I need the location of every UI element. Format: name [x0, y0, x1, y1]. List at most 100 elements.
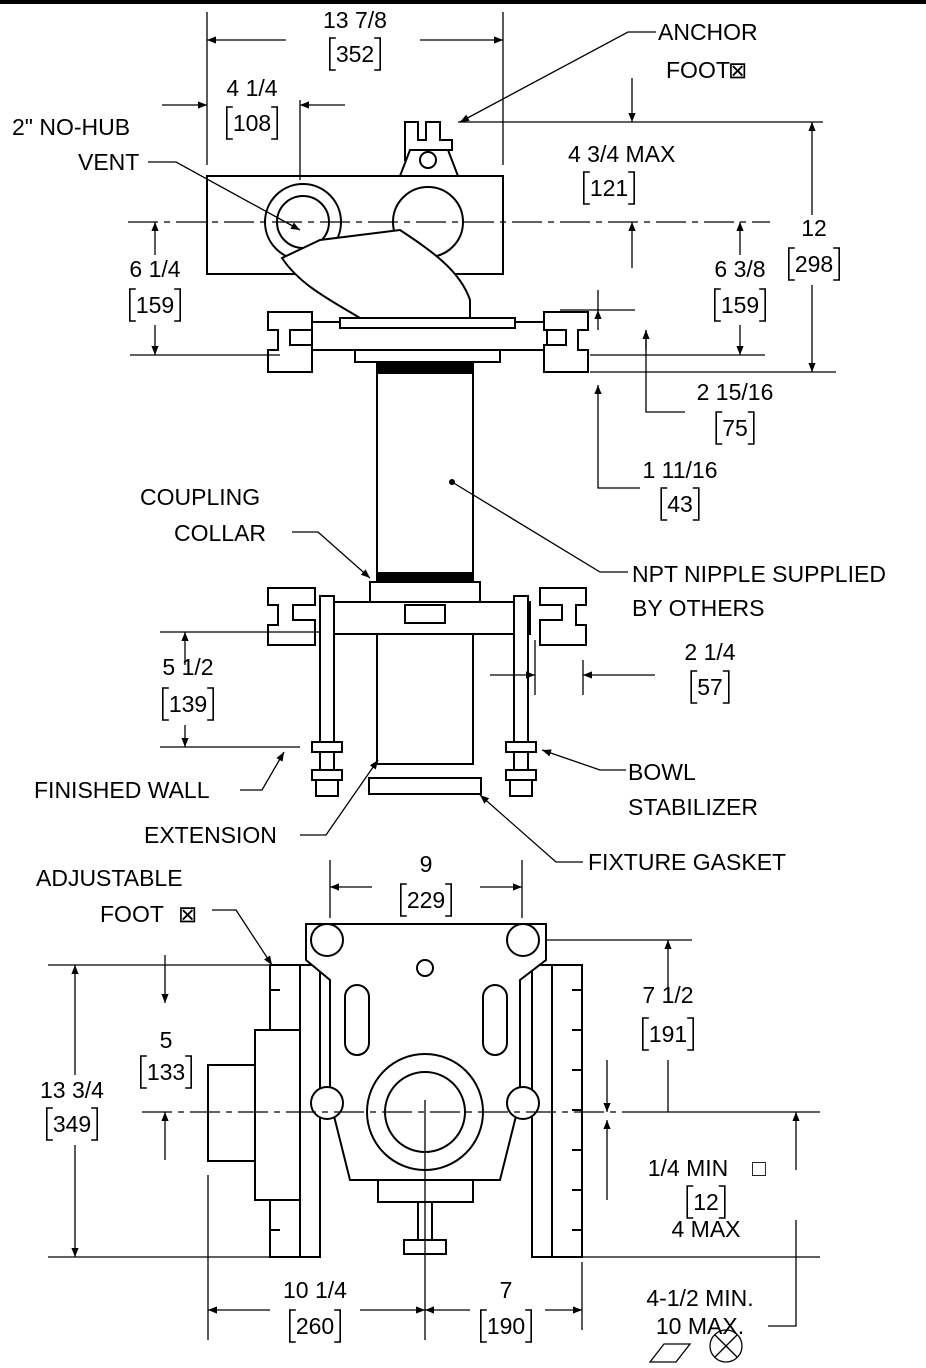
dim-10-1-4: 10 1/4: [283, 1277, 347, 1303]
metric-bracket: [334, 1309, 341, 1343]
front-view: [142, 923, 630, 1340]
dim-12-metric: 298: [795, 251, 833, 277]
dim-1-4-min-metric: 12: [693, 1189, 719, 1215]
metric-bracket: [289, 1309, 296, 1343]
anchor-foot-symbol: ⊠: [728, 57, 747, 83]
metric-bracket: [788, 247, 795, 281]
dim-7: 7: [500, 1277, 513, 1303]
top-left-bolt: [310, 923, 344, 957]
npt-nipple: [376, 361, 474, 581]
extension-pipe: [376, 633, 474, 765]
adjustable-foot-label-2: FOOT: [100, 901, 164, 927]
metric-bracket: [226, 106, 233, 140]
position-symbol-icon: [709, 1329, 743, 1363]
right-bowl-stabilizer: [505, 741, 537, 753]
npt-label-1: NPT NIPPLE SUPPLIED: [632, 561, 886, 587]
metric-bracket: [686, 1185, 694, 1219]
metric-bracket: [692, 487, 700, 521]
metric-bracket: [174, 288, 181, 322]
dim-9: 9: [420, 851, 433, 877]
coupling-label-1: COUPLING: [140, 484, 260, 510]
dim-4-1-2-max: 10 MAX.: [656, 1313, 744, 1339]
metric-bracket: [480, 1309, 487, 1343]
side-view: [128, 121, 770, 797]
flatness-symbol-icon: [648, 1343, 692, 1363]
left-bowl-stabilizer: [311, 741, 343, 753]
metric-brackets: [46, 37, 840, 1343]
anchor-foot-label-1: ANCHOR: [658, 19, 758, 45]
lower-right-foot: [539, 587, 587, 646]
vent-arm: [280, 228, 471, 323]
anchor-bolt: [419, 151, 437, 169]
bowl-stabilizer-label-1: BOWL: [628, 759, 696, 785]
dim-5: 5: [160, 1027, 173, 1053]
dim-9-metric: 229: [407, 887, 445, 913]
dim-13-3-4-metric: 349: [53, 1111, 91, 1137]
metric-bracket: [185, 1055, 192, 1089]
no-hub-vent-label-1: 2" NO-HUB: [12, 114, 130, 140]
metric-bracket: [715, 411, 723, 445]
dim-1-4-min: 1/4 MIN: [648, 1155, 729, 1181]
dim-2-1-4-metric: 57: [697, 674, 723, 700]
finished-wall-label: FINISHED WALL: [34, 777, 210, 803]
dim-5-metric: 133: [147, 1059, 185, 1085]
metric-bracket: [583, 171, 590, 205]
callout-labels: ANCHOR FOOT ⊠ 2" NO-HUB VENT COUPLING CO…: [12, 19, 886, 927]
dim-7-metric: 190: [487, 1313, 525, 1339]
metric-bracket: [207, 687, 214, 721]
metric-bracket: [747, 411, 755, 445]
dim-13-3-4: 13 3/4: [40, 1077, 104, 1103]
lower-left-foot: [267, 587, 316, 646]
dim-4-1-4-metric: 108: [233, 110, 271, 136]
dim-1-11-16-metric: 43: [667, 491, 693, 517]
metric-bracket: [91, 1107, 98, 1141]
metric-bracket: [722, 670, 730, 704]
metric-bracket: [718, 1185, 726, 1219]
adjustable-foot-label-1: ADJUSTABLE: [36, 865, 183, 891]
dim-6-3-8: 6 3/8: [714, 256, 765, 282]
dim-7-1-2: 7 1/2: [642, 982, 693, 1008]
dim-1-4-min-symbol: □: [752, 1155, 766, 1181]
fixture-gasket: [368, 777, 482, 795]
metric-bracket: [642, 1017, 649, 1051]
nipple-thread-top: [377, 362, 473, 374]
upper-right-foot: [543, 311, 589, 373]
metric-bracket: [129, 288, 136, 322]
metric-bracket: [714, 288, 721, 322]
dim-5-1-2: 5 1/2: [162, 654, 213, 680]
dim-4-3-4: 4 3/4 MAX: [568, 141, 675, 167]
top-right-bolt: [506, 923, 540, 957]
upper-left-foot: [267, 311, 313, 373]
coupling-collar: [377, 572, 473, 582]
anchor-foot-label-2: FOOT: [666, 57, 730, 83]
mid-right-bolt: [506, 1086, 540, 1120]
dim-6-1-4: 6 1/4: [129, 256, 180, 282]
dim-4-3-4-metric: 121: [590, 175, 628, 201]
dim-13-7-8: 13 7/8: [323, 7, 387, 33]
dim-2-15-16-metric: 75: [722, 415, 748, 441]
fixture-gasket-label: FIXTURE GASKET: [588, 849, 786, 875]
dim-7-1-2-metric: 191: [649, 1021, 687, 1047]
metric-bracket: [46, 1107, 53, 1141]
adjustable-foot-symbol: ⊠: [178, 901, 197, 927]
metric-bracket: [759, 288, 766, 322]
metric-bracket: [271, 106, 278, 140]
extension-label: EXTENSION: [144, 822, 277, 848]
dim-13-7-8-metric: 352: [336, 41, 374, 67]
dim-1-4-min-max: 4 MAX: [671, 1216, 740, 1242]
front-view-dimensions: [48, 860, 820, 1363]
metric-bracket: [374, 37, 381, 71]
dim-6-3-8-metric: 159: [721, 292, 759, 318]
metric-bracket: [162, 687, 169, 721]
dim-10-1-4-metric: 260: [296, 1313, 334, 1339]
npt-label-2: BY OTHERS: [632, 595, 765, 621]
left-stud: [319, 595, 335, 787]
dimension-labels: 13 7/8 352 4 1/4 108 4 3/4 MAX 121 12 29…: [40, 7, 833, 1339]
metric-bracket: [690, 670, 698, 704]
dim-6-1-4-metric: 159: [136, 292, 174, 318]
dim-12: 12: [801, 215, 827, 241]
metric-bracket: [525, 1309, 532, 1343]
metric-bracket: [400, 883, 407, 917]
dim-2-1-4: 2 1/4: [684, 639, 735, 665]
